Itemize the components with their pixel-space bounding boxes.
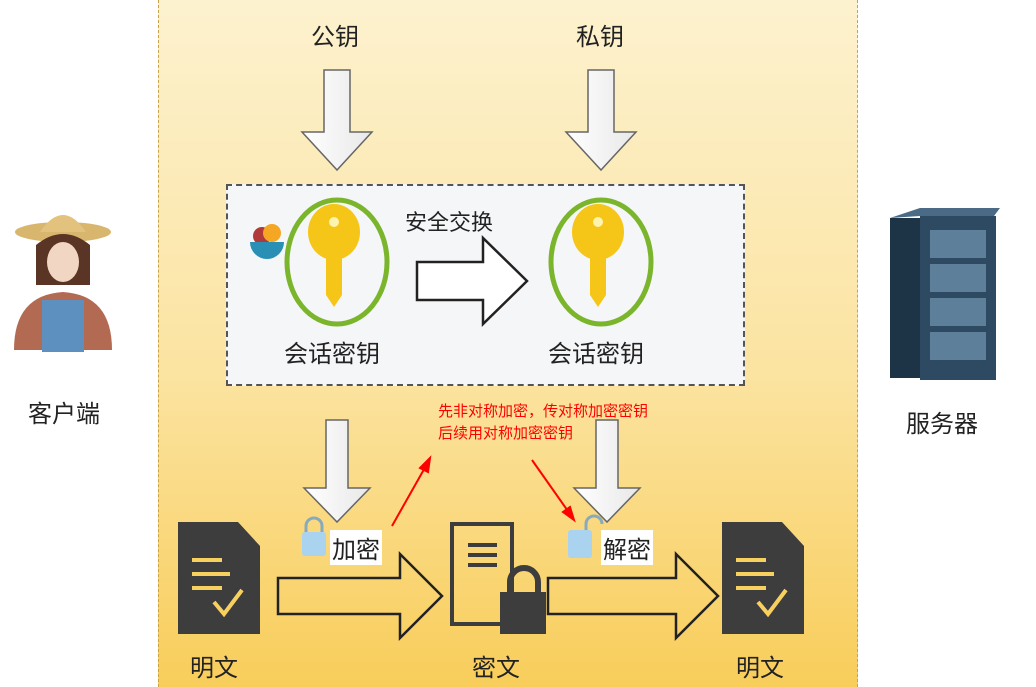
client-person-icon bbox=[14, 215, 112, 352]
annotation-arrow-up bbox=[391, 455, 432, 527]
session-key-icon-left bbox=[284, 197, 390, 327]
session-key-icon-right bbox=[548, 197, 654, 327]
server-label: 服务器 bbox=[906, 410, 978, 438]
encrypt-label: 加密 bbox=[330, 530, 382, 565]
annotation-line-2: 后续用对称加密密钥 bbox=[438, 424, 574, 442]
annotation-line-1: 先非对称加密，传对称加密密钥 bbox=[438, 402, 649, 420]
ciphertext-doc-icon bbox=[450, 522, 546, 634]
down-arrow-decrypt bbox=[572, 419, 642, 524]
public-key-label: 公钥 bbox=[311, 23, 359, 51]
encrypt-arrow bbox=[276, 550, 444, 642]
decrypt-label: 解密 bbox=[601, 530, 653, 565]
down-arrow-public bbox=[300, 69, 374, 172]
secure-exchange-label: 安全交换 bbox=[405, 211, 494, 236]
server-icon bbox=[890, 208, 1000, 380]
ciphertext-label: 密文 bbox=[472, 654, 520, 682]
exchange-arrow bbox=[415, 235, 529, 327]
plaintext-doc-icon-left bbox=[178, 522, 260, 634]
plaintext-label-right: 明文 bbox=[736, 654, 784, 682]
padlock-closed-icon bbox=[302, 516, 326, 556]
private-key-label: 私钥 bbox=[576, 23, 624, 51]
fruit-bowl-icon bbox=[250, 224, 284, 259]
session-key-label-right: 会话密钥 bbox=[548, 340, 644, 368]
padlock-open-icon bbox=[568, 514, 604, 558]
client-label: 客户端 bbox=[28, 400, 100, 428]
plaintext-label-left: 明文 bbox=[190, 654, 238, 682]
down-arrow-private bbox=[564, 69, 638, 172]
decrypt-arrow bbox=[546, 550, 720, 642]
down-arrow-encrypt bbox=[302, 419, 372, 524]
annotation-arrow-down bbox=[531, 459, 576, 523]
session-key-label-left: 会话密钥 bbox=[284, 340, 380, 368]
plaintext-doc-icon-right bbox=[722, 522, 804, 634]
